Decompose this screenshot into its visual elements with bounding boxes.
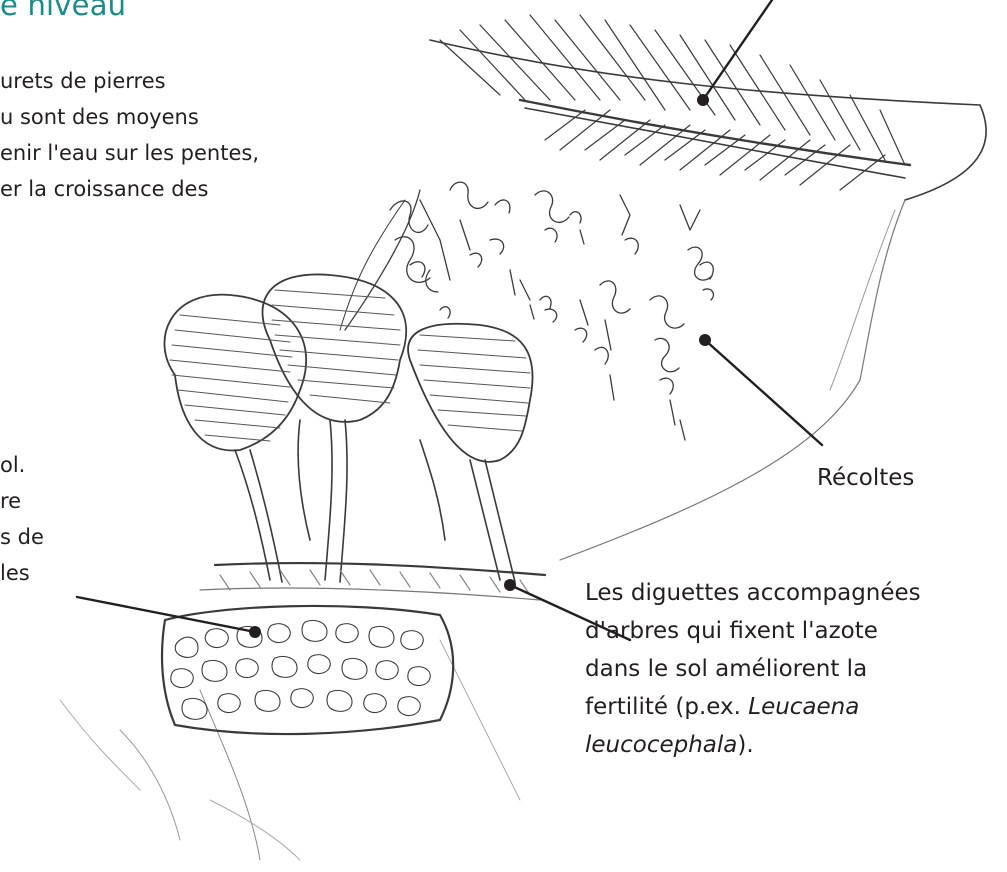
label-diguettes-line: d'arbres qui fixent l'azote bbox=[585, 613, 921, 651]
leader-dots bbox=[249, 94, 711, 638]
label-diguettes-line: fertilité (p.ex. Leucaena bbox=[585, 689, 921, 727]
label-diguettes: Les diguettes accompagnées d'arbres qui … bbox=[585, 575, 921, 765]
crop-plants bbox=[390, 182, 713, 440]
label-diguettes-text: fertilité (p.ex. bbox=[585, 694, 748, 720]
leader-lines bbox=[77, 0, 822, 640]
label-diguettes-line: leucocephala). bbox=[585, 727, 921, 765]
label-diguettes-line: dans le sol améliorent la bbox=[585, 651, 921, 689]
species-name-epithet: leucocephala bbox=[585, 732, 737, 758]
tree-trunks bbox=[235, 420, 515, 582]
label-diguettes-line: Les diguettes accompagnées bbox=[585, 575, 921, 613]
label-recoltes: Récoltes bbox=[817, 460, 914, 496]
tree-canopies bbox=[164, 274, 532, 461]
contour-bund bbox=[200, 563, 545, 600]
label-diguettes-text: ). bbox=[737, 732, 753, 758]
ridge-hedge bbox=[440, 15, 910, 190]
stone-wall bbox=[162, 606, 453, 734]
species-name-genus: Leucaena bbox=[748, 694, 859, 720]
